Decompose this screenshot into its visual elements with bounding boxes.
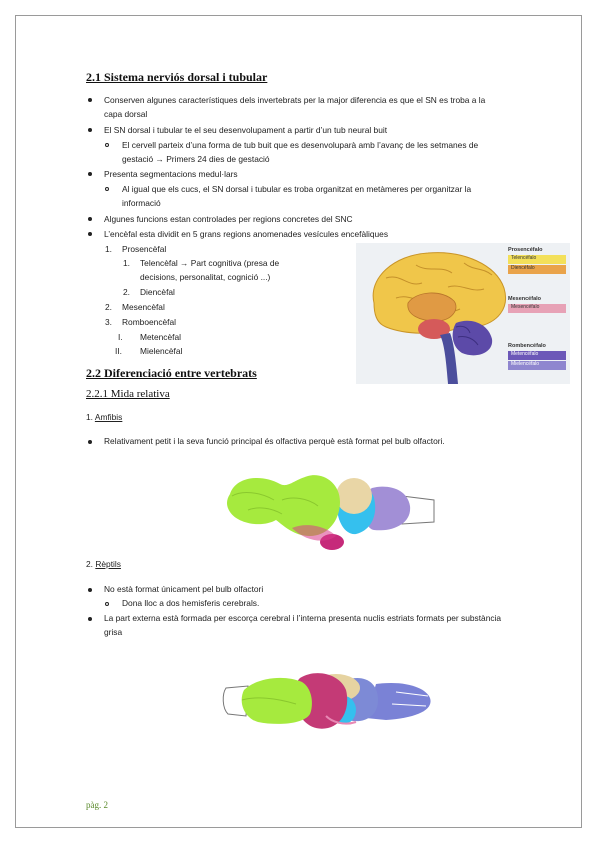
amphibian-brain-illustration (227, 475, 435, 550)
legend-heading-prosencefalo: Prosencéfalo (508, 247, 543, 253)
sub-bullet-dot (105, 602, 109, 606)
list-item-mielencefal: Mielencèfal (140, 346, 183, 356)
heading-amfibis-number: 1. (86, 412, 93, 422)
sub-bullet-text: El cervell parteix d’una forma de tub bu… (122, 140, 479, 164)
sub-bullet-dot (105, 143, 109, 147)
list-number: 1. (123, 258, 130, 268)
bullet-dot (88, 440, 92, 444)
heading-reptils: 2. Rèptils (86, 557, 121, 571)
heading-amfibis-label: Amfibis (94, 412, 123, 422)
list-item-metencefal: Metencèfal (140, 332, 181, 342)
reptile-brain-figure (216, 660, 438, 744)
list-item-rombencefal: Romboencèfal (122, 317, 177, 327)
bullet-text: Relativament petit i la seva funció prin… (104, 436, 445, 446)
page-number: pàg. 2 (86, 800, 108, 810)
list-number: I. (118, 332, 123, 342)
heading-reptils-label: Rèptils (95, 559, 121, 569)
section-title-2-1: 2.1 Sistema nerviós dorsal i tubular (86, 70, 268, 84)
bullet-dot (88, 617, 92, 621)
list-number: II. (115, 346, 122, 356)
list-item-diencefal: Diencèfal (140, 287, 175, 297)
legend-metencefalo: Metencéfalo (508, 351, 566, 360)
bullet-text: Presenta segmentacions medul·lars (104, 169, 238, 179)
sub-bullet-dot (105, 187, 109, 191)
sub-bullet-text: Dona lloc a dos hemisferis cerebrals. (122, 598, 260, 608)
bullet-dot (88, 172, 92, 176)
bullet-dot (88, 98, 92, 102)
bullet-text: La part externa està formada per escorça… (104, 613, 502, 637)
reptile-brain-illustration (222, 673, 431, 729)
legend-heading-rombencefalo: Rombencéfalo (508, 343, 546, 349)
bullet-dot (88, 217, 92, 221)
bullet-dot (88, 232, 92, 236)
list-item-prosencefal: Prosencèfal (122, 244, 167, 254)
heading-reptils-number: 2. (86, 559, 93, 569)
section-title-2-2: 2.2 Diferenciació entre vertebrats (86, 366, 257, 380)
legend-mielencefalo: Mielencéfalo (508, 361, 566, 370)
bullet-dot (88, 128, 92, 132)
list-number: 2. (105, 302, 112, 312)
list-item-telencefal: Telencèfal → Part cognitiva (presa de de… (140, 258, 280, 282)
amphibian-brain-figure (222, 466, 440, 556)
bullet-text: El SN dorsal i tubular te el seu desenvo… (104, 125, 388, 135)
bullet-text: Algunes funcions estan controlades per r… (104, 214, 353, 224)
list-item-mesencefal: Mesencèfal (122, 302, 165, 312)
legend-telencefalo: Telencéfalo (508, 255, 566, 264)
page-border (15, 15, 582, 828)
sub-bullet-text: Al igual que els cucs, el SN dorsal i tu… (122, 184, 472, 208)
legend-diencefalo: Diencéfalo (508, 265, 566, 274)
bullet-dot (88, 588, 92, 592)
bullet-text: L’encèfal esta dividit en 5 grans region… (104, 229, 389, 239)
legend-mesencefalo: Mesencéfalo (508, 304, 566, 313)
legend-heading-mesencefalo: Mesencéfalo (508, 296, 542, 302)
list-number: 1. (105, 244, 112, 254)
bullet-text: No està format únicament pel bulb olfact… (104, 584, 264, 594)
list-number: 2. (123, 287, 130, 297)
heading-amfibis: 1. Amfibis (86, 410, 122, 424)
bullet-text: Conserven algunes característiques dels … (104, 95, 486, 119)
list-number: 3. (105, 317, 112, 327)
brain-illustration (372, 252, 506, 384)
subsection-title-2-2-1: 2.2.1 Mida relativa (86, 388, 170, 400)
brain-figure: Prosencéfalo Telencéfalo Diencéfalo Mese… (356, 243, 570, 384)
